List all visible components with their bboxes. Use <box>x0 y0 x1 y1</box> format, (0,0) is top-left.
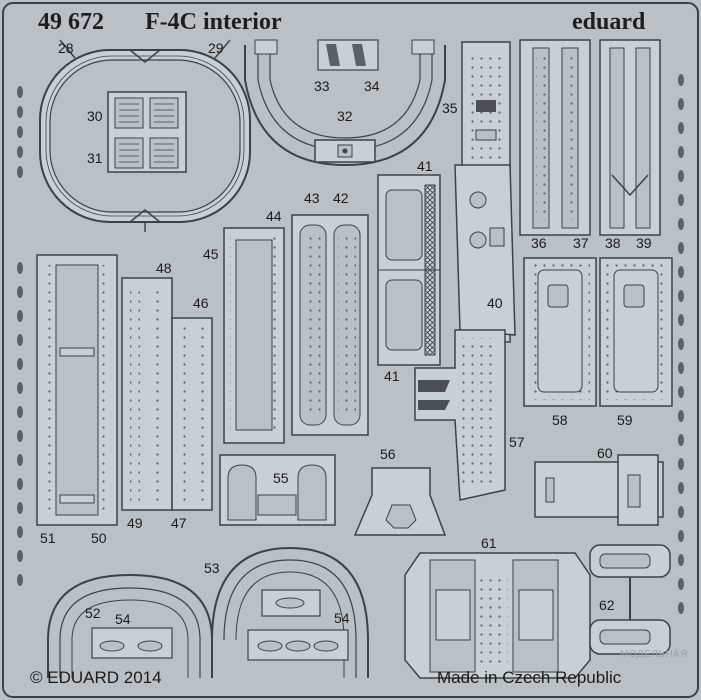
part-label: 41 <box>417 158 433 174</box>
part-label: 28 <box>58 40 74 56</box>
part-label: 46 <box>193 295 209 311</box>
part-58-59 <box>523 257 673 407</box>
part-62 <box>589 544 671 655</box>
part-label: 45 <box>203 246 219 262</box>
part-label: 35 <box>442 100 458 116</box>
part-60 <box>534 454 664 526</box>
part-50-51 <box>36 254 118 526</box>
part-label: 52 <box>85 605 101 621</box>
part-56 <box>353 467 447 536</box>
part-label: 37 <box>573 235 589 251</box>
part-label: 61 <box>481 535 497 551</box>
part-label: 54 <box>334 610 350 626</box>
part-57 <box>414 329 506 501</box>
part-46-49 <box>121 277 213 511</box>
part-label: 49 <box>127 515 143 531</box>
part-61 <box>404 552 591 679</box>
part-30-31 <box>107 91 187 173</box>
part-label: 40 <box>487 295 503 311</box>
part-42-43 <box>291 214 369 436</box>
part-label: 31 <box>87 150 103 166</box>
set-number: 49 672 <box>38 9 104 35</box>
part-label: 56 <box>380 446 396 462</box>
part-label: 29 <box>208 40 224 56</box>
part-label: 39 <box>636 235 652 251</box>
part-label: 62 <box>599 597 615 613</box>
part-label: 34 <box>364 78 380 94</box>
part-label: 54 <box>115 611 131 627</box>
part-label: 60 <box>597 445 613 461</box>
watermark: МОДЕЛЬНАЯ <box>620 649 689 660</box>
set-name: F-4C interior <box>145 9 282 35</box>
origin-notice: Made in Czech Republic <box>437 668 622 687</box>
part-label: 50 <box>91 530 107 546</box>
part-label: 58 <box>552 412 568 428</box>
part-label: 57 <box>509 434 525 450</box>
part-label: 36 <box>531 235 547 251</box>
copyright-notice: © EDUARD 2014 <box>30 668 162 687</box>
part-53-arches <box>47 546 369 678</box>
part-label: 30 <box>87 108 103 124</box>
part-label: 32 <box>337 108 353 124</box>
part-label: 53 <box>204 560 220 576</box>
part-label: 55 <box>273 470 289 486</box>
part-label: 59 <box>617 412 633 428</box>
part-44-45 <box>223 227 285 444</box>
fret-vent-holes <box>17 74 684 614</box>
part-41 <box>377 174 441 366</box>
part-52-54 <box>91 589 349 661</box>
part-33-34 <box>317 39 379 71</box>
part-label: 43 <box>304 190 320 206</box>
part-label: 48 <box>156 260 172 276</box>
part-label: 33 <box>314 78 330 94</box>
brand-logo: eduard <box>572 9 646 35</box>
part-label: 47 <box>171 515 187 531</box>
part-label: 44 <box>266 208 282 224</box>
part-label: 41 <box>384 368 400 384</box>
part-36-37 <box>519 39 591 236</box>
part-label: 38 <box>605 235 621 251</box>
part-35-40 <box>454 41 516 343</box>
part-label: 51 <box>40 530 56 546</box>
part-label: 42 <box>333 190 349 206</box>
part-32-u-frame <box>244 39 446 167</box>
part-38-39 <box>599 39 661 236</box>
part-55 <box>219 454 336 526</box>
